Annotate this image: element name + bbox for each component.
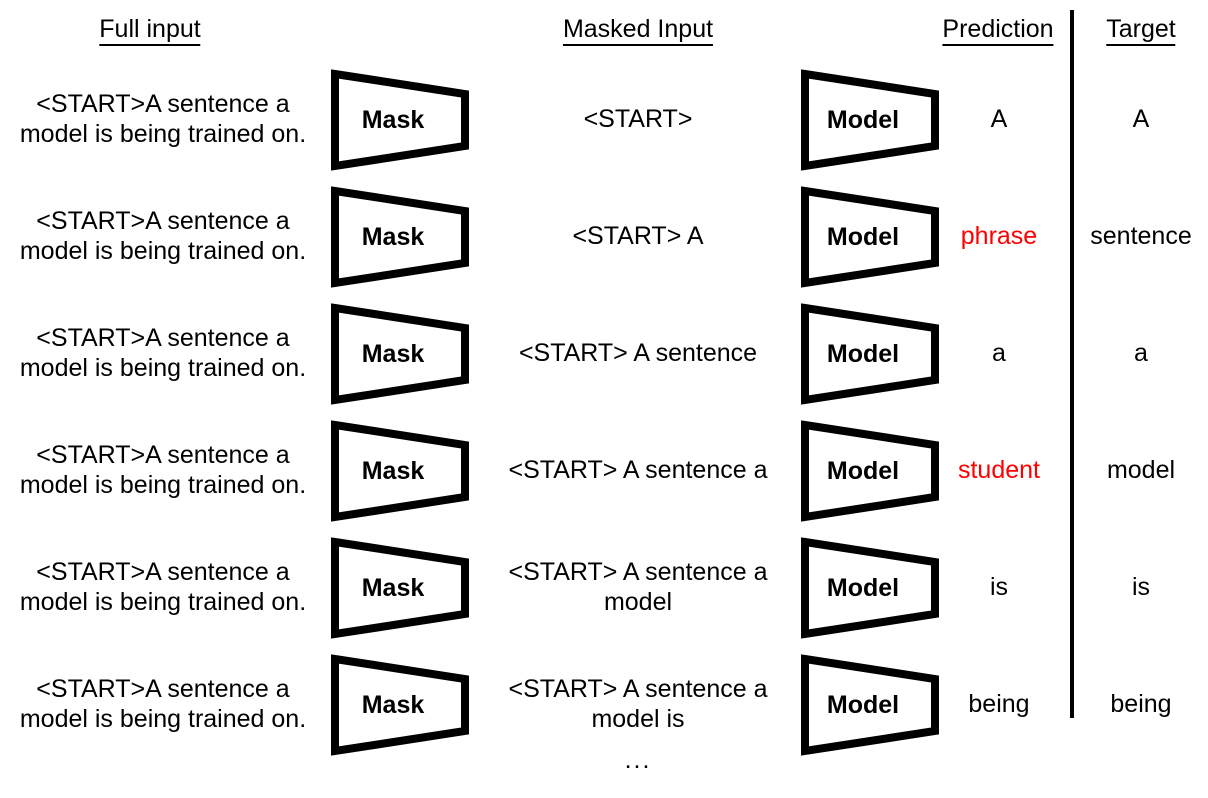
cell-masked-input: <START> A sentence a model <box>508 558 768 616</box>
cell-prediction: A <box>990 104 1008 133</box>
model-block-row-6: Model <box>800 654 940 756</box>
column-header-target: Target <box>1106 17 1176 46</box>
cell-target: is <box>1131 572 1151 601</box>
table-row: <START>A sentence a model is being train… <box>0 646 1208 763</box>
cell-target: a <box>1134 338 1148 367</box>
cell-prediction: a <box>992 338 1006 367</box>
cell-full-input: <START>A sentence a model is being train… <box>19 558 307 616</box>
cell-target: model <box>1106 455 1176 484</box>
table-row: <START>A sentence a model is being train… <box>0 178 1208 295</box>
model-block-row-5: Model <box>800 537 940 639</box>
model-block-row-1: Model <box>800 69 940 171</box>
model-block-row-4: Model <box>800 420 940 522</box>
cell-target: sentence <box>1090 221 1192 250</box>
column-header-masked-input: Masked Input <box>562 17 714 46</box>
cell-full-input: <START>A sentence a model is being train… <box>19 324 307 382</box>
table-row: <START>A sentence a model is being train… <box>0 412 1208 529</box>
cell-masked-input: <START> A sentence a model is <box>508 675 768 733</box>
cell-masked-input: <START> A sentence <box>518 338 758 367</box>
model-block-row-3: Model <box>800 303 940 405</box>
table-row: <START>A sentence a model is being train… <box>0 529 1208 646</box>
cell-full-input: <START>A sentence a model is being train… <box>19 207 307 265</box>
mask-block-row-3: Mask <box>330 303 470 405</box>
cell-masked-input: <START> A sentence a <box>508 455 768 484</box>
table-row: <START>A sentence a model is being train… <box>0 295 1208 412</box>
mask-block-row-6: Mask <box>330 654 470 756</box>
cell-target: being <box>1110 689 1172 718</box>
cell-target: A <box>1132 104 1150 133</box>
mask-block-row-4: Mask <box>330 420 470 522</box>
cell-prediction: being <box>968 689 1030 718</box>
cell-prediction: student <box>957 455 1040 484</box>
cell-masked-input: <START> <box>583 104 693 133</box>
continuation-ellipsis: ... <box>624 746 652 774</box>
prediction-target-divider <box>1070 10 1074 718</box>
column-header-full-input: Full input <box>99 17 201 46</box>
cell-prediction: is <box>989 572 1009 601</box>
cell-full-input: <START>A sentence a model is being train… <box>19 675 307 733</box>
column-header-prediction: Prediction <box>942 17 1054 46</box>
mask-block-row-5: Mask <box>330 537 470 639</box>
cell-prediction: phrase <box>960 221 1038 250</box>
cell-masked-input: <START> A <box>572 221 704 250</box>
cell-full-input: <START>A sentence a model is being train… <box>19 441 307 499</box>
mask-block-row-2: Mask <box>330 186 470 288</box>
table-row: <START>A sentence a model is being train… <box>0 61 1208 178</box>
model-block-row-2: Model <box>800 186 940 288</box>
mask-block-row-1: Mask <box>330 69 470 171</box>
cell-full-input: <START>A sentence a model is being train… <box>19 90 307 148</box>
